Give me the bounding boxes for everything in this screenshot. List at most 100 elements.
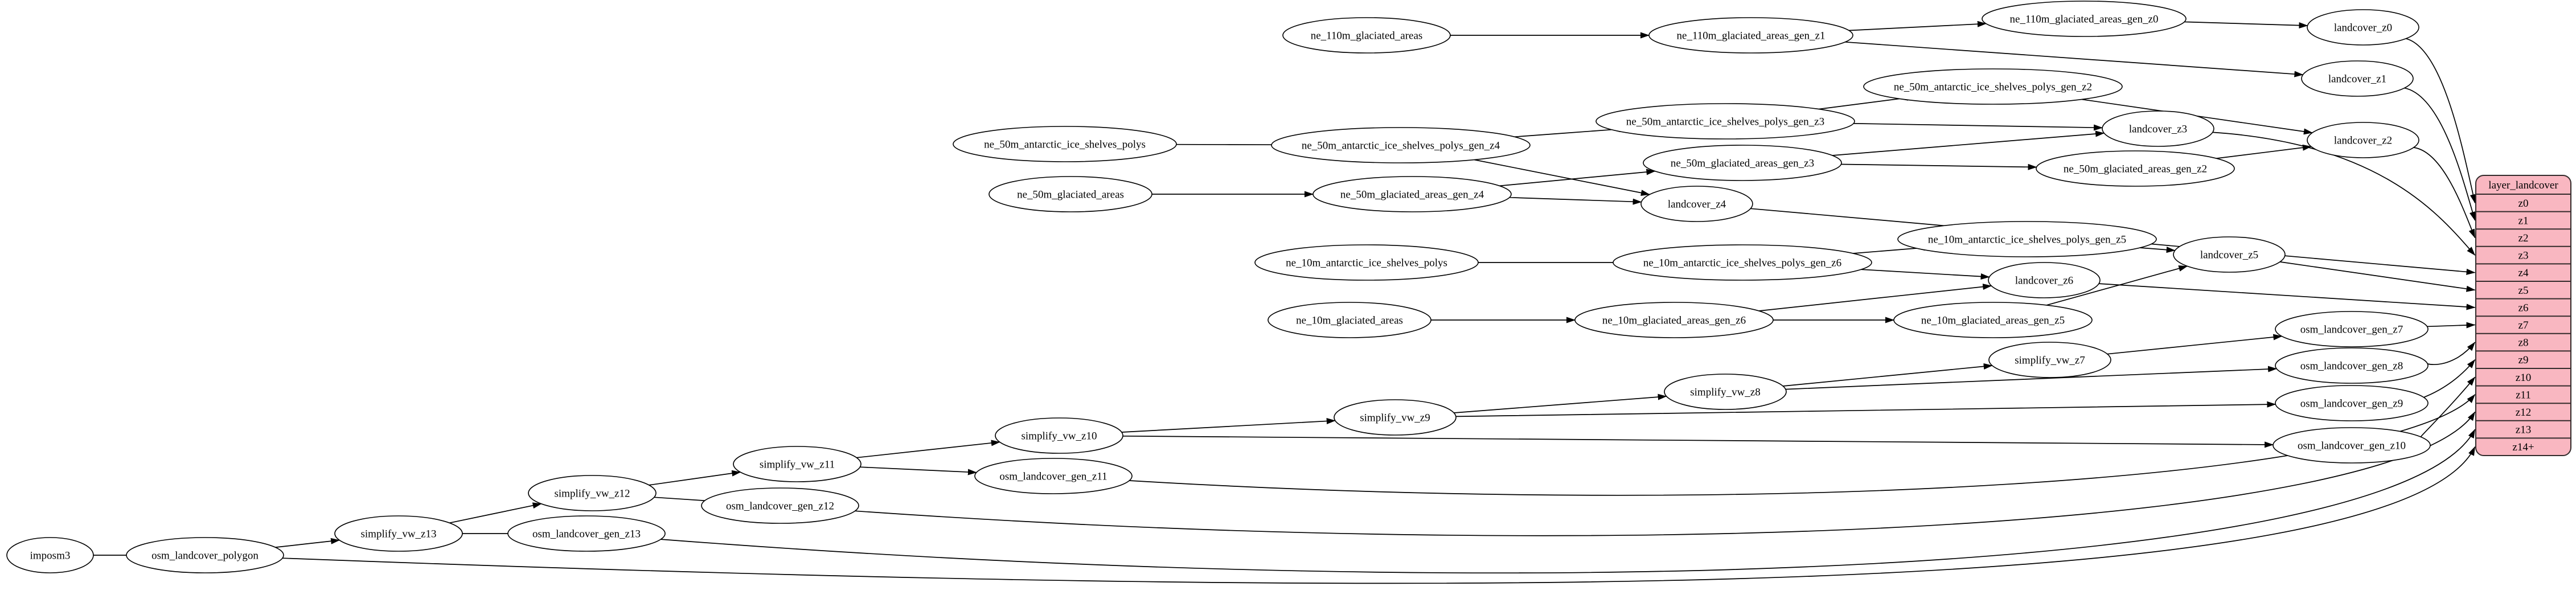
node-label-ne_50m_glaciated_areas_gen_z4: ne_50m_glaciated_areas_gen_z4 [1340, 189, 1484, 201]
node-osm_landcover_gen_z13: osm_landcover_gen_z13 [507, 515, 666, 552]
edge-ne_10m_antarctic_ice_shelves_polys_gen_z6-to-landcover_z6 [1859, 269, 1990, 280]
edge-ne_50m_glaciated_areas_gen_z3-to-ne_50m_glaciated_areas_gen_z2 [1841, 163, 2037, 170]
edge-osm_landcover_polygon-to-z14+ [282, 446, 2476, 584]
edge-landcover_z2-to-z2 [2413, 147, 2476, 239]
node-ne_10m_antarctic_ice_shelves_polys_gen_z5: ne_10m_antarctic_ice_shelves_polys_gen_z… [1897, 221, 2157, 257]
edge-ne_50m_antarctic_ice_shelves_polys_gen_z4-to-landcover_z4 [1474, 159, 1650, 196]
node-label-ne_10m_antarctic_ice_shelves_polys_gen_z5: ne_10m_antarctic_ice_shelves_polys_gen_z… [1928, 234, 2126, 246]
edge-landcover_z3-to-z3 [2212, 132, 2476, 256]
edge-ne_50m_glaciated_areas_gen_z4-to-landcover_z4 [1509, 196, 1642, 205]
node-label-ne_10m_glaciated_areas_gen_z5: ne_10m_glaciated_areas_gen_z5 [1921, 315, 2065, 327]
node-simplify_vw_z7: simplify_vw_z7 [1988, 342, 2111, 378]
node-label-ne_110m_glaciated_areas_gen_z0: ne_110m_glaciated_areas_gen_z0 [2010, 14, 2159, 26]
node-ellipse-ne_10m_glaciated_areas_gen_z5 [1893, 302, 2093, 338]
edge-ne_50m_antarctic_ice_shelves_polys_gen_z3-to-ne_50m_antarctic_ice_shelves_polys_gen_z2 [1818, 94, 1909, 110]
node-ellipse-imposm3 [6, 537, 94, 573]
node-landcover_z3: landcover_z3 [2102, 110, 2214, 147]
edge-simplify_vw_z12-to-osm_landcover_gen_z12 [654, 497, 714, 505]
edge-ne_50m_antarctic_ice_shelves_polys_gen_z4-to-ne_50m_antarctic_ice_shelves_polys_gen_z3 [1513, 126, 1621, 138]
node-ellipse-ne_50m_antarctic_ice_shelves_polys_gen_z3 [1595, 103, 1855, 140]
node-ellipse-landcover_z1 [2301, 60, 2414, 97]
node-ne_110m_glaciated_areas: ne_110m_glaciated_areas [1282, 17, 1451, 54]
node-ellipse-simplify_vw_z8 [1664, 374, 1787, 410]
node-label-ne_50m_antarctic_ice_shelves_polys: ne_50m_antarctic_ice_shelves_polys [984, 139, 1146, 151]
table-row-z11: z11 [2516, 389, 2531, 401]
node-label-osm_landcover_gen_z9: osm_landcover_gen_z9 [2300, 398, 2403, 410]
node-ellipse-ne_110m_glaciated_areas_gen_z0 [1982, 1, 2187, 37]
node-ellipse-ne_50m_antarctic_ice_shelves_polys_gen_z2 [1863, 68, 2123, 105]
node-osm_landcover_gen_z10: osm_landcover_gen_z10 [2273, 427, 2431, 464]
table-layer-landcover: layer_landcoverz0z1z2z3z4z5z6z7z8z9z10z1… [2475, 175, 2571, 456]
table-row-z0: z0 [2518, 198, 2529, 210]
node-ellipse-ne_10m_antarctic_ice_shelves_polys_gen_z5 [1897, 221, 2157, 257]
node-ne_10m_antarctic_ice_shelves_polys: ne_10m_antarctic_ice_shelves_polys [1254, 244, 1479, 281]
node-label-simplify_vw_z10: simplify_vw_z10 [1022, 430, 1097, 442]
table-row-z7: z7 [2518, 319, 2529, 331]
node-label-ne_50m_glaciated_areas_gen_z3: ne_50m_glaciated_areas_gen_z3 [1671, 158, 1814, 170]
node-ellipse-osm_landcover_gen_z9 [2275, 385, 2429, 421]
node-label-osm_landcover_gen_z13: osm_landcover_gen_z13 [532, 528, 641, 540]
node-ellipse-ne_10m_glaciated_areas [1268, 302, 1431, 338]
node-imposm3: imposm3 [6, 537, 94, 573]
node-ellipse-ne_50m_glaciated_areas_gen_z4 [1312, 176, 1512, 212]
edge-simplify_vw_z8-to-simplify_vw_z7 [1783, 363, 1993, 387]
table-row-z3: z3 [2518, 250, 2529, 262]
node-label-landcover_z4: landcover_z4 [1668, 199, 1726, 211]
table-row-z13: z13 [2516, 424, 2531, 436]
node-ne_110m_glaciated_areas_gen_z1: ne_110m_glaciated_areas_gen_z1 [1648, 17, 1853, 54]
node-osm_landcover_gen_z8: osm_landcover_gen_z8 [2275, 347, 2429, 384]
node-simplify_vw_z12: simplify_vw_z12 [528, 475, 657, 511]
node-ne_50m_glaciated_areas_gen_z3: ne_50m_glaciated_areas_gen_z3 [1643, 145, 1842, 181]
node-ne_50m_antarctic_ice_shelves_polys_gen_z3: ne_50m_antarctic_ice_shelves_polys_gen_z… [1595, 103, 1855, 140]
edge-simplify_vw_z11-to-osm_landcover_gen_z11 [860, 466, 977, 475]
node-ellipse-landcover_z3 [2102, 110, 2214, 147]
node-ellipse-simplify_vw_z12 [528, 475, 657, 511]
node-label-simplify_vw_z12: simplify_vw_z12 [555, 488, 630, 500]
node-ellipse-landcover_z2 [2307, 122, 2419, 158]
node-ellipse-ne_10m_antarctic_ice_shelves_polys_gen_z6 [1613, 244, 1872, 281]
node-label-landcover_z2: landcover_z2 [2334, 135, 2392, 147]
edge-ne_10m_antarctic_ice_shelves_polys_gen_z6-to-ne_10m_antarctic_ice_shelves_polys_gen_z5 [1851, 244, 1925, 255]
edge-simplify_vw_z9-to-osm_landcover_gen_z9 [1455, 401, 2276, 417]
edge-ne_50m_antarctic_ice_shelves_polys_gen_z3-to-landcover_z3 [1853, 123, 2103, 131]
node-label-ne_50m_antarctic_ice_shelves_polys_gen_z2: ne_50m_antarctic_ice_shelves_polys_gen_z… [1894, 81, 2092, 93]
node-ne_50m_antarctic_ice_shelves_polys_gen_z4: ne_50m_antarctic_ice_shelves_polys_gen_z… [1271, 127, 1531, 163]
table-layer: layer_landcoverz0z1z2z3z4z5z6z7z8z9z10z1… [2475, 175, 2571, 456]
edge-ne_110m_glaciated_areas_gen_z0-to-landcover_z0 [2184, 21, 2308, 29]
node-ellipse-simplify_vw_z7 [1988, 342, 2111, 378]
node-label-simplify_vw_z13: simplify_vw_z13 [361, 528, 437, 540]
node-landcover_z2: landcover_z2 [2307, 122, 2419, 158]
node-ellipse-ne_110m_glaciated_areas_gen_z1 [1648, 17, 1853, 54]
node-label-landcover_z3: landcover_z3 [2129, 124, 2187, 136]
edge-osm_landcover_gen_z9-to-z9 [2423, 359, 2476, 399]
node-ne_50m_glaciated_areas_gen_z2: ne_50m_glaciated_areas_gen_z2 [2036, 150, 2235, 187]
node-label-osm_landcover_gen_z7: osm_landcover_gen_z7 [2300, 324, 2403, 336]
node-ellipse-osm_landcover_gen_z11 [974, 458, 1133, 494]
edge-osm_landcover_gen_z10-to-z10 [2420, 376, 2476, 438]
table-title: layer_landcover [2488, 179, 2558, 191]
node-ellipse-osm_landcover_gen_z10 [2273, 427, 2431, 464]
edge-landcover_z6-to-z6 [2099, 283, 2476, 310]
node-label-osm_landcover_polygon: osm_landcover_polygon [151, 550, 259, 562]
table-row-z2: z2 [2518, 232, 2529, 244]
node-landcover_z6: landcover_z6 [1988, 262, 2101, 298]
node-osm_landcover_gen_z9: osm_landcover_gen_z9 [2275, 385, 2429, 421]
edge-ne_10m_glaciated_areas_gen_z6-to-landcover_z6 [1758, 284, 1992, 311]
edge-osm_landcover_polygon-to-simplify_vw_z13 [274, 538, 341, 548]
node-landcover_z0: landcover_z0 [2307, 9, 2419, 46]
node-label-landcover_z6: landcover_z6 [2015, 275, 2073, 287]
nodes-layer: imposm3 osm_landcover_polygon simplify_vw_… [6, 1, 2431, 573]
edge-osm_landcover_gen_z13-to-z13 [661, 429, 2476, 573]
edge-ne_110m_glaciated_areas_gen_z1-to-landcover_z1 [1845, 41, 2304, 77]
node-ellipse-landcover_z0 [2307, 9, 2419, 46]
node-ne_50m_antarctic_ice_shelves_polys_gen_z2: ne_50m_antarctic_ice_shelves_polys_gen_z… [1863, 68, 2123, 105]
edge-simplify_vw_z11-to-simplify_vw_z10 [856, 440, 1000, 458]
node-ellipse-ne_50m_glaciated_areas_gen_z3 [1643, 145, 1842, 181]
edges-layer [93, 20, 2476, 584]
node-landcover_z5: landcover_z5 [2173, 236, 2286, 273]
node-label-osm_landcover_gen_z11: osm_landcover_gen_z11 [999, 471, 1107, 483]
node-ellipse-simplify_vw_z13 [334, 515, 463, 552]
node-landcover_z4: landcover_z4 [1640, 186, 1753, 222]
node-simplify_vw_z11: simplify_vw_z11 [733, 446, 862, 482]
